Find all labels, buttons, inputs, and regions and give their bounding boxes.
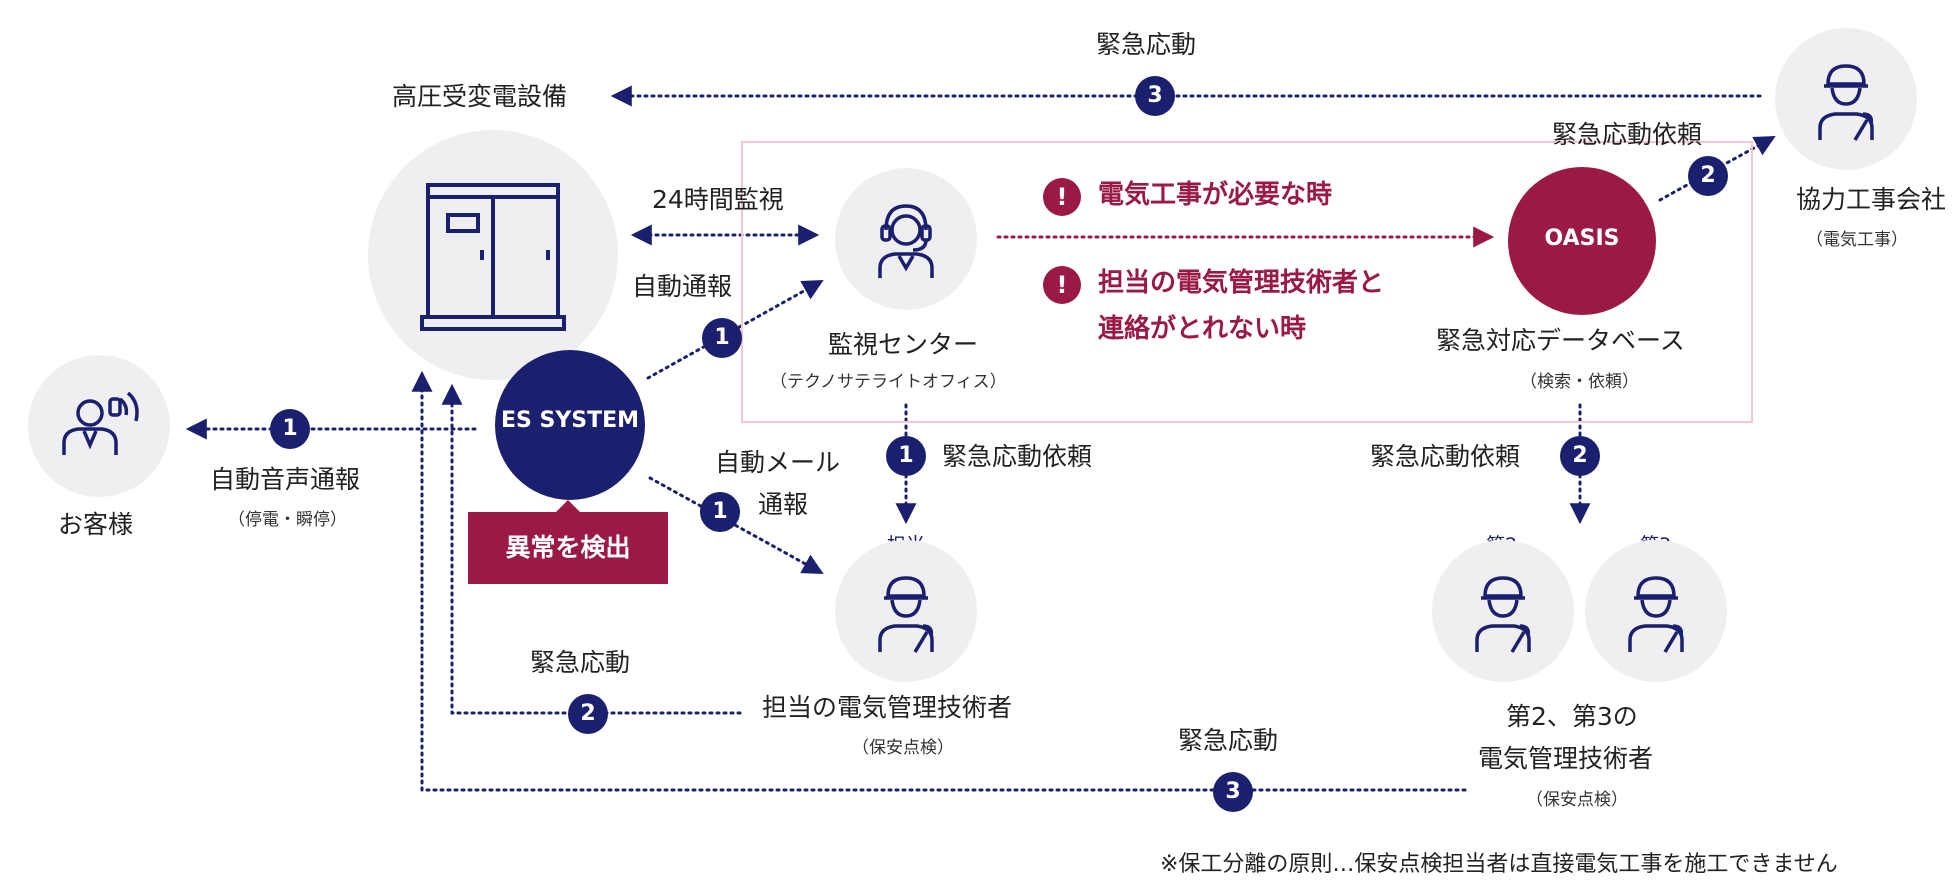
step-badge-top-3: 3 xyxy=(1135,76,1175,116)
auto-mail-label-2: 通報 xyxy=(758,490,809,519)
partner-label: 協力工事会社 xyxy=(1796,185,1947,214)
oasis-node xyxy=(1508,167,1656,315)
es-system-label: ES SYSTEM xyxy=(500,408,640,433)
es-system-node xyxy=(495,350,645,500)
worker-wrench-icon xyxy=(1818,64,1874,141)
cubicle-equipment-icon xyxy=(420,183,566,331)
auto-voice-label: 自動音声通報 xyxy=(210,465,361,494)
edge-response-3 xyxy=(411,370,1467,792)
oasis-label: OASIS xyxy=(1544,226,1620,251)
monitor-center-sub: （テクノサテライトオフィス） xyxy=(770,372,1007,392)
tech23-label-2: 電気管理技術者 xyxy=(1478,744,1654,773)
tech23-label-1: 第2、第3の xyxy=(1506,702,1638,731)
warning-icon-1: ! xyxy=(1043,178,1081,216)
auto-voice-sub: （停電・瞬停） xyxy=(228,510,347,530)
anomaly-detect-badge: 異常を検出 xyxy=(468,512,668,584)
tech23-sub: （保安点検） xyxy=(1526,790,1628,810)
tech2-node xyxy=(1432,540,1574,682)
customer-label: お客様 xyxy=(58,510,134,539)
condition-no-contact-1: 担当の電気管理技術者と xyxy=(1098,268,1385,298)
urgent-request-partner-label: 緊急応動依頼 xyxy=(1552,120,1703,149)
step-badge-voice-1: 1 xyxy=(270,409,310,449)
urgent-response-top-label: 緊急応動 xyxy=(1096,30,1197,59)
partner-sub: （電気工事） xyxy=(1806,230,1908,250)
step-badge-request-1: 1 xyxy=(886,436,926,476)
urgent-request-1-label: 緊急応動依頼 xyxy=(942,442,1093,471)
technician-node xyxy=(835,540,977,682)
worker-wrench-icon xyxy=(1475,576,1531,653)
monitor-center-node xyxy=(835,168,977,310)
auto-mail-label-1: 自動メール xyxy=(715,448,841,477)
worker-wrench-icon xyxy=(1628,576,1684,653)
badge-pointer xyxy=(556,500,580,512)
step-badge-report-1: 1 xyxy=(702,318,742,358)
customer-phone-icon xyxy=(62,391,139,455)
worker-wrench-icon xyxy=(878,576,934,653)
monitor-24h-label: 24時間監視 xyxy=(652,185,784,214)
urgent-response-2-label: 緊急応動 xyxy=(530,648,631,677)
technician-sub: （保安点検） xyxy=(852,738,954,758)
oasis-title: 緊急対応データベース xyxy=(1436,326,1685,355)
step-badge-response-3: 3 xyxy=(1213,772,1253,812)
step-badge-response-2: 2 xyxy=(568,694,608,734)
auto-report-label: 自動通報 xyxy=(632,272,733,301)
technician-label: 担当の電気管理技術者 xyxy=(762,693,1013,722)
footnote: ※保工分離の原則…保安点検担当者は直接電気工事を施工できません xyxy=(1160,852,1838,877)
urgent-response-3-label: 緊急応動 xyxy=(1178,726,1279,755)
condition-no-contact-2: 連絡がとれない時 xyxy=(1098,314,1307,344)
urgent-request-2-label: 緊急応動依頼 xyxy=(1370,442,1521,471)
condition-need-work: 電気工事が必要な時 xyxy=(1098,180,1333,210)
warning-icon-2: ! xyxy=(1043,266,1081,304)
step-badge-mail-1: 1 xyxy=(700,492,740,532)
tech3-node xyxy=(1585,540,1727,682)
customer-node xyxy=(28,355,170,497)
headset-operator-icon xyxy=(878,204,934,278)
monitor-center-label: 監視センター xyxy=(828,330,979,359)
step-badge-partner-2: 2 xyxy=(1688,156,1728,196)
edge-response-2 xyxy=(441,383,742,715)
hv-equipment-node xyxy=(368,130,618,380)
oasis-sub: （検索・依頼） xyxy=(1520,372,1639,392)
step-badge-request-2: 2 xyxy=(1560,436,1600,476)
escalation-frame xyxy=(741,141,1753,423)
hv-equipment-title: 高圧受変電設備 xyxy=(392,82,568,111)
partner-node xyxy=(1775,28,1917,170)
